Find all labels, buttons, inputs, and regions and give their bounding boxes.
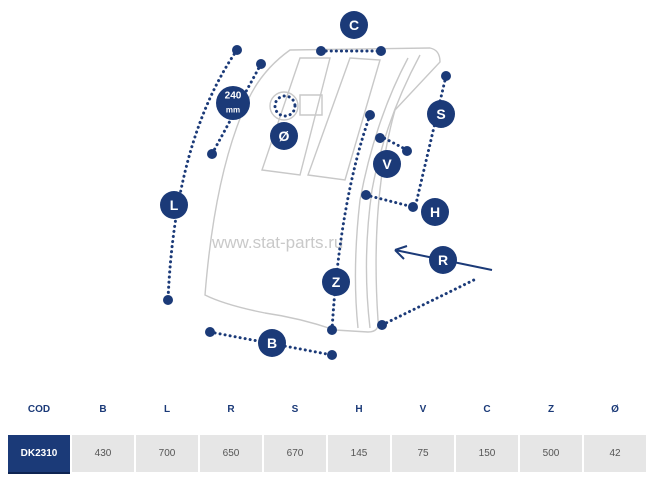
- dimensions-table: COD B L R S H V C Z Ø DK2310 430 700 650…: [8, 398, 646, 474]
- label-b: B: [258, 329, 286, 357]
- label-s: S: [427, 100, 455, 128]
- cell-v: 75: [392, 435, 454, 472]
- label-size: 240 mm: [216, 86, 250, 120]
- header-s: S: [291, 404, 299, 415]
- label-v: V: [373, 150, 401, 178]
- svg-text:mm: mm: [226, 106, 240, 115]
- cell-l: 700: [136, 435, 198, 472]
- cell-diameter: 42: [584, 435, 646, 472]
- header-diameter: Ø: [611, 404, 619, 415]
- header-r: R: [227, 404, 235, 415]
- cell-r: 650: [200, 435, 262, 472]
- label-h: H: [421, 198, 449, 226]
- svg-text:S: S: [436, 106, 445, 122]
- header-v: V: [419, 404, 427, 415]
- cell-s: 670: [264, 435, 326, 472]
- svg-text:V: V: [382, 156, 392, 172]
- cell-h: 145: [328, 435, 390, 472]
- label-z: Z: [322, 268, 350, 296]
- header-z: Z: [547, 404, 555, 415]
- cell-c: 150: [456, 435, 518, 472]
- label-l: L: [160, 191, 188, 219]
- svg-text:L: L: [170, 197, 179, 213]
- cell-cod: DK2310: [8, 435, 70, 474]
- svg-text:H: H: [430, 204, 440, 220]
- svg-text:B: B: [267, 335, 277, 351]
- mudguard-drawing: [204, 47, 441, 333]
- header-l: L: [163, 404, 171, 415]
- header-c: C: [483, 404, 491, 415]
- cell-b: 430: [72, 435, 134, 472]
- watermark: www.stat-parts.ru: [211, 233, 343, 252]
- endpoint-dots: [163, 45, 451, 360]
- svg-text:R: R: [438, 252, 448, 268]
- header-cod: COD: [27, 404, 51, 415]
- svg-text:Z: Z: [332, 274, 341, 290]
- dimension-lines: [166, 48, 493, 357]
- svg-text:240: 240: [225, 91, 242, 102]
- label-r: R: [429, 246, 457, 274]
- header-b: B: [99, 404, 107, 415]
- svg-text:Ø: Ø: [279, 128, 290, 144]
- cell-z: 500: [520, 435, 582, 472]
- label-diameter: Ø: [270, 122, 298, 150]
- svg-text:C: C: [349, 17, 359, 33]
- label-c: C: [340, 11, 368, 39]
- header-h: H: [355, 404, 363, 415]
